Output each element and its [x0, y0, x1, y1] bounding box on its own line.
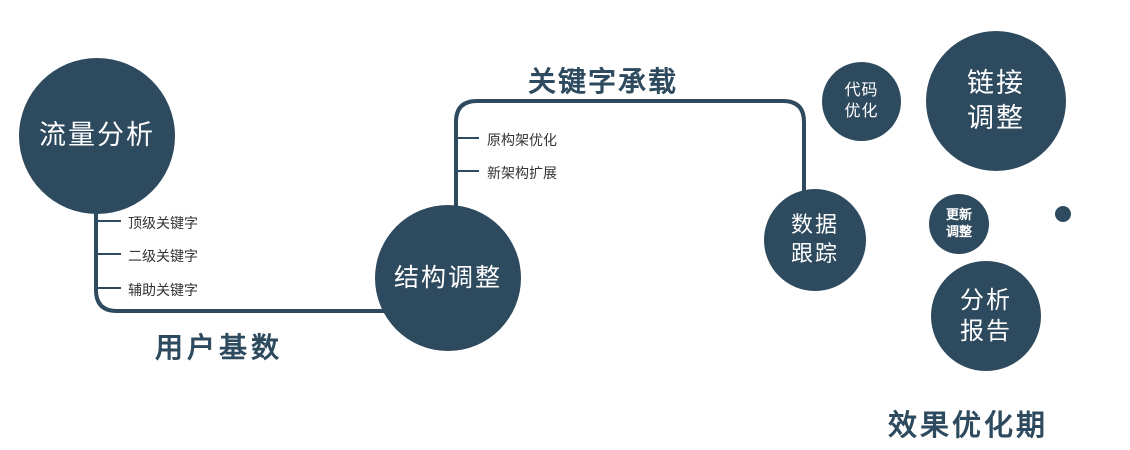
connector-path-structure-to-tracking — [454, 99, 806, 212]
node-link-adjust-label: 链接 调整 — [967, 67, 1025, 133]
node-analysis-report-label: 分析 报告 — [960, 286, 1012, 345]
node-structure-adjust: 结构调整 — [375, 205, 521, 351]
node-analysis-report: 分析 报告 — [931, 261, 1041, 371]
node-update-adjust: 更新 调整 — [929, 194, 989, 254]
edge-label-keyword-bearing: 关键字承载 — [528, 66, 679, 97]
node-traffic-analysis-label: 流量分析 — [39, 120, 155, 151]
node-data-tracking: 数据 跟踪 — [764, 189, 866, 291]
node-data-tracking-label: 数据 跟踪 — [790, 212, 839, 266]
tick-label-framework-expand: 新架构扩展 — [487, 165, 557, 181]
node-link-adjust: 链接 调整 — [926, 31, 1066, 171]
connector-path-traffic-to-structure — [94, 195, 410, 313]
node-code-optimization-label: 代码 优化 — [844, 81, 879, 120]
tick-label-auxiliary-keyword: 辅助关键字 — [128, 282, 198, 298]
edge-label-user-base: 用户基数 — [155, 332, 284, 363]
node-code-optimization: 代码 优化 — [822, 62, 901, 141]
tick-label-framework-opt: 原构架优化 — [487, 132, 557, 148]
node-update-adjust-label: 更新 调整 — [945, 207, 972, 239]
node-traffic-analysis: 流量分析 — [19, 58, 175, 214]
footer-phase-label: 效果优化期 — [888, 410, 1049, 442]
node-structure-adjust-label: 结构调整 — [393, 263, 502, 292]
tick-label-top-keyword: 顶级关键字 — [128, 215, 198, 231]
tick-label-secondary-keyword: 二级关键字 — [128, 248, 198, 264]
dot-marker — [1055, 206, 1071, 222]
